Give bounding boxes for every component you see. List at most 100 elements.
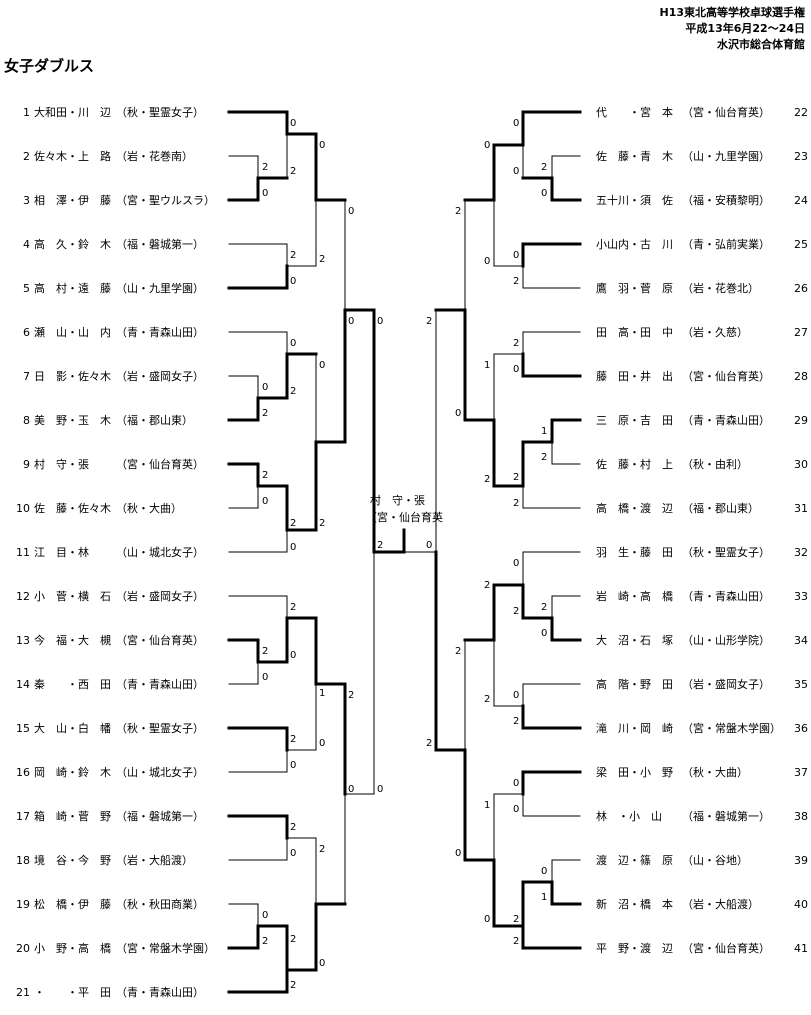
match-score: 1 [484,800,490,811]
match-score: 0 [290,118,296,129]
match-score: 1 [484,360,490,371]
entry-number: 37 [794,766,808,779]
match-score: 2 [426,738,432,749]
match-score: 1 [541,426,547,437]
match-score: 0 [513,364,519,375]
entry-number: 29 [794,414,808,427]
match-score: 2 [290,822,296,833]
entry-pair-names: 大 山・白 幡 [34,721,111,735]
match-score: 2 [290,734,296,745]
entry-number: 2 [23,150,30,163]
match-score: 0 [513,166,519,177]
match-score: 0 [290,650,296,661]
entry-team: （宮・常盤木学園） [682,721,781,735]
match-score: 0 [377,316,383,327]
entry-pair-names: 三 原・吉 田 [596,414,673,427]
match-score: 0 [290,276,296,287]
entry-number: 9 [23,458,30,471]
entry-pair-names: 佐 藤・村 上 [596,457,673,471]
match-score: 0 [290,338,296,349]
entry-team: （秋・由利） [682,457,748,471]
match-score: 0 [348,784,354,795]
match-score: 2 [262,408,268,419]
entry-number: 14 [16,678,30,691]
match-score: 2 [513,716,519,727]
entry-pair-names: 瀬 山・山 内 [34,325,111,339]
entry-pair-names: 梁 田・小 野 [596,765,673,779]
match-score: 2 [262,470,268,481]
entry-pair-names: 高 階・野 田 [596,677,673,691]
entry-number: 20 [16,942,30,955]
entry-team: （宮・仙台育英） [682,105,770,119]
match-score: 2 [513,936,519,947]
match-score: 0 [541,628,547,639]
match-score: 0 [513,804,519,815]
entry-pair-names: 小 野・高 橋 [34,941,111,955]
match-score: 2 [541,162,547,173]
entry-team: （岩・盛岡女子） [116,589,204,603]
match-score: 0 [290,542,296,553]
entry-number: 32 [794,546,808,559]
entry-number: 4 [23,238,30,251]
entry-number: 7 [23,370,30,383]
entry-team: （福・郡山東） [116,413,193,427]
match-score: 0 [377,784,383,795]
entry-team: （福・磐城第一） [682,809,770,823]
entry-pair-names: 境 谷・今 野 [34,853,111,867]
entry-pair-names: 大 沼・石 塚 [596,633,673,647]
entry-pair-names: 小山内・古 川 [596,237,673,251]
entry-team: （秋・大曲） [116,501,182,515]
match-score: 0 [541,866,547,877]
header-venue: 水沢市総合体育館 [717,38,805,51]
entry-number: 5 [23,282,30,295]
entry-pair-names: 岡 崎・鈴 木 [34,765,111,779]
match-score: 0 [484,256,490,267]
entry-pair-names: 新 沼・橋 本 [596,897,673,911]
entry-number: 34 [794,634,808,647]
entry-pair-names: 松 橋・伊 藤 [34,897,111,911]
entry-team: （岩・花巻南） [116,149,193,163]
entry-pair-names: 高 村・遠 藤 [34,281,111,295]
match-score: 2 [290,934,296,945]
entry-number: 27 [794,326,808,339]
match-score: 2 [262,162,268,173]
entry-number: 31 [794,502,808,515]
entry-number: 19 [16,898,30,911]
entry-team: （秋・大曲） [682,765,748,779]
entry-team: （福・磐城第一） [116,809,204,823]
entry-team: （秋・聖霊女子） [116,721,204,735]
match-score: 0 [262,910,268,921]
match-score: 2 [290,250,296,261]
entry-number: 6 [23,326,30,339]
match-score: 2 [513,606,519,617]
entry-team: （岩・盛岡女子） [116,369,204,383]
entry-team: （岩・盛岡女子） [682,677,770,691]
entry-pair-names: 日 影・佐々木 [34,369,111,383]
match-score: 2 [484,474,490,485]
entry-pair-names: 今 福・大 槻 [34,633,111,647]
match-score: 2 [290,518,296,529]
entry-number: 30 [794,458,808,471]
match-score: 1 [541,892,547,903]
entry-number: 40 [794,898,808,911]
entry-pair-names: 江 目・林 [34,545,89,559]
match-score: 0 [348,316,354,327]
match-score: 0 [455,408,461,419]
entry-number: 1 [23,106,30,119]
entry-pair-names: 田 高・田 中 [596,325,673,339]
match-score: 0 [290,760,296,771]
entry-team: （宮・常盤木学園） [116,941,215,955]
entry-pair-names: 小 菅・横 石 [34,589,111,603]
entry-number: 10 [16,502,30,515]
header-dates: 平成13年6月22〜24日 [685,22,805,35]
entry-number: 36 [794,722,808,735]
entry-team: （山・九里学園） [682,149,770,163]
match-score: 0 [319,360,325,371]
match-score: 2 [290,980,296,991]
entry-pair-names: 滝 川・岡 崎 [596,721,673,735]
entry-pair-names: 大和田・川 辺 [34,105,111,119]
entry-number: 15 [16,722,30,735]
match-score: 2 [426,316,432,327]
match-score: 2 [513,338,519,349]
match-score: 0 [513,558,519,569]
